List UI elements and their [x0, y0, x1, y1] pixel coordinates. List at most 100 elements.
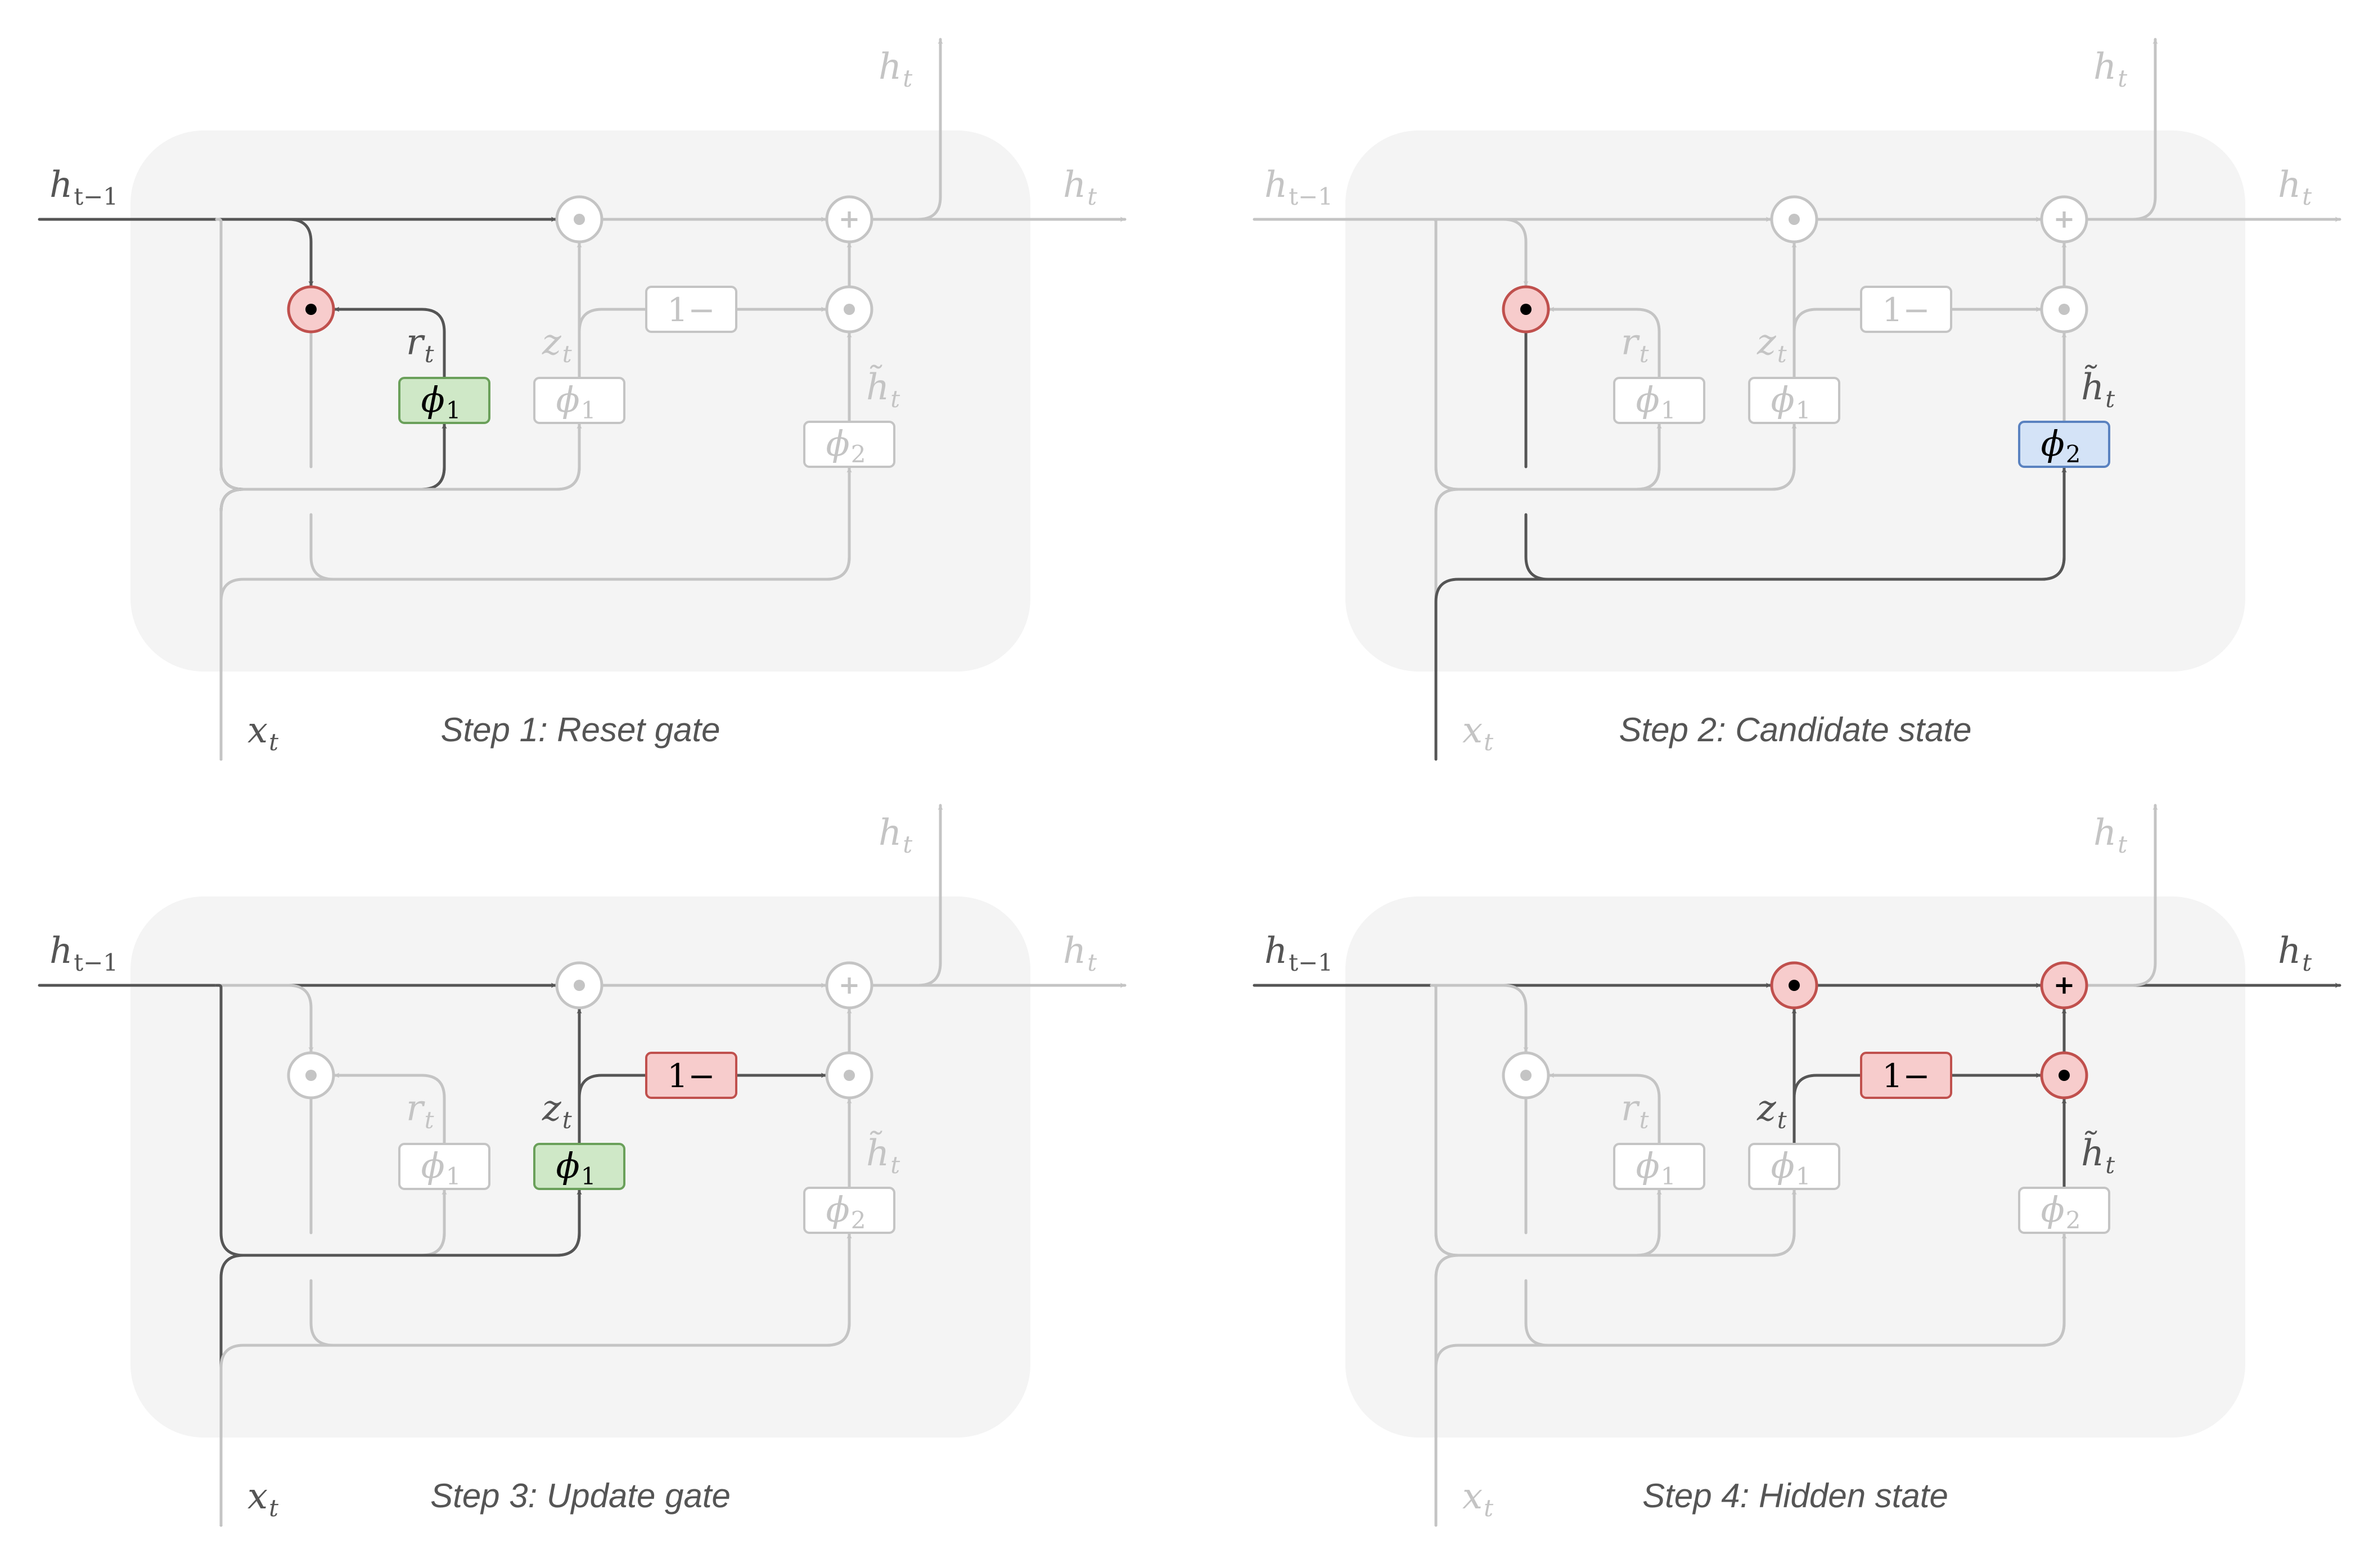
- label-r-t-main: r: [406, 1088, 425, 1129]
- wire-z-to-one-minus: [1792, 1074, 1862, 1146]
- reset-gate-phi1-frame: [398, 1143, 490, 1190]
- one-minus-box-frame: [1860, 1052, 1952, 1099]
- candidate-phi2-frame: [2018, 1187, 2110, 1234]
- wire-reset-to-candidate: [1524, 1232, 2067, 1347]
- wire-hprev-to-reset-mul: [1430, 984, 1529, 1053]
- update-multiply-node-dot: [574, 980, 585, 991]
- label-r-t-main: r: [1621, 1088, 1640, 1129]
- update-gate-phi1-phi: ϕ: [1771, 379, 1795, 420]
- add-node-ring: [825, 195, 873, 244]
- one-minus-box-text: 1−: [667, 1057, 715, 1095]
- label-x-t-main: x: [247, 1476, 268, 1517]
- label-r-t: rt: [406, 1088, 434, 1134]
- label-r-t-sub: t: [425, 340, 434, 368]
- reset-multiply-node-dot: [1520, 304, 1532, 315]
- update-gate-phi1: ϕ1: [533, 377, 625, 424]
- candidate-multiply-node-dot: [2059, 304, 2070, 315]
- label-z-t-main: z: [542, 1088, 562, 1129]
- label-h-out-top-main: h: [2093, 812, 2116, 854]
- reset-multiply-node-dot: [305, 304, 317, 315]
- reset-gate-phi1-text: ϕ1: [421, 379, 461, 424]
- label-x-t: xt: [1462, 710, 1493, 756]
- candidate-phi2-sub: 2: [851, 440, 866, 468]
- label-h-out-top-sub: t: [2118, 831, 2127, 858]
- label-x-t-main: x: [247, 710, 268, 751]
- reset-gate-phi1-text: ϕ1: [1636, 1145, 1676, 1190]
- label-h-tilde-main: h̃: [866, 1131, 889, 1174]
- label-h-tilde: h̃t: [2081, 365, 2115, 413]
- candidate-multiply-node: [2040, 285, 2088, 334]
- reset-gate-phi1-frame: [1613, 377, 1705, 424]
- candidate-phi2-sub: 2: [851, 1206, 866, 1234]
- label-r-t: rt: [1621, 322, 1649, 368]
- label-h-prev: ht−1: [49, 930, 118, 976]
- wire-r-to-reset-mul: [1548, 1073, 1661, 1146]
- add-node-ring: [825, 961, 873, 1010]
- wire-hprev-to-reset-mul: [1430, 218, 1529, 287]
- label-h-prev-main: h: [1264, 164, 1287, 206]
- label-h-tilde-sub: t: [890, 1151, 900, 1179]
- reset-gate-phi1-phi: ϕ: [1636, 379, 1660, 420]
- candidate-phi2: ϕ2: [2018, 1187, 2110, 1234]
- update-multiply-node: [555, 195, 603, 244]
- add-node-symbol: +: [2053, 204, 2075, 234]
- reset-gate-phi1: ϕ1: [398, 1143, 490, 1190]
- label-h-out-top-sub: t: [903, 65, 912, 92]
- label-h-prev-sub: t−1: [1289, 183, 1333, 210]
- reset-gate-phi1-sub: 1: [446, 396, 461, 424]
- reset-multiply-node-dot: [1520, 1070, 1532, 1081]
- wire-z-to-one-minus: [1792, 308, 1862, 380]
- reset-multiply-node: [1502, 1051, 1550, 1100]
- update-gate-phi1-sub: 1: [581, 1163, 596, 1190]
- add-node: +: [2040, 195, 2088, 244]
- candidate-phi2-phi: ϕ: [2041, 1189, 2065, 1230]
- label-h-out-right-main: h: [2278, 930, 2301, 972]
- label-z-t: zt: [542, 322, 572, 368]
- reset-gate-phi1-sub: 1: [446, 1163, 461, 1190]
- label-x-t: xt: [247, 710, 278, 756]
- label-h-out-right-sub: t: [2302, 183, 2312, 210]
- wire-x-to-update-gate: [219, 422, 582, 761]
- label-h-prev-main: h: [1264, 930, 1287, 972]
- candidate-multiply-node: [2040, 1051, 2088, 1100]
- wire-plus-to-top-output: [2085, 38, 2158, 221]
- label-h-out-right-sub: t: [1087, 183, 1097, 210]
- label-x-t-sub: t: [269, 728, 278, 756]
- label-h-prev-main: h: [49, 930, 73, 972]
- reset-gate-phi1: ϕ1: [1613, 377, 1705, 424]
- candidate-phi2-text: ϕ2: [826, 1189, 866, 1234]
- update-gate-phi1-text: ϕ1: [556, 379, 596, 424]
- label-x-t: xt: [1462, 1476, 1493, 1522]
- one-minus-box: 1−: [645, 286, 737, 333]
- label-h-out-top: ht: [2093, 812, 2127, 858]
- update-multiply-node: [1770, 961, 1818, 1010]
- candidate-multiply-node-dot: [2059, 1070, 2070, 1081]
- wire-r-to-reset-mul: [1548, 307, 1661, 380]
- label-h-tilde: h̃t: [2081, 1131, 2115, 1179]
- add-node-ring: [2040, 195, 2088, 244]
- label-h-tilde-sub: t: [2105, 1151, 2115, 1179]
- label-x-t-main: x: [1462, 1476, 1483, 1517]
- wire-x-to-update-gate: [1434, 1188, 1797, 1527]
- label-r-t-sub: t: [1640, 1106, 1649, 1134]
- label-h-out-right-sub: t: [2302, 949, 2312, 976]
- candidate-phi2-frame: [2018, 421, 2110, 468]
- reset-gate-phi1-sub: 1: [1661, 396, 1676, 424]
- update-gate-phi1-phi: ϕ: [556, 379, 580, 420]
- reset-gate-phi1-sub: 1: [1661, 1163, 1676, 1190]
- label-h-tilde-main: h̃: [2081, 365, 2104, 408]
- update-multiply-node-dot: [1789, 214, 1800, 225]
- update-gate-phi1-frame: [533, 1143, 625, 1190]
- label-h-out-right: ht: [2278, 930, 2312, 976]
- label-z-t: zt: [542, 1088, 572, 1134]
- reset-multiply-node: [1502, 285, 1550, 334]
- label-h-out-top: ht: [2093, 46, 2127, 92]
- label-h-out-right: ht: [2278, 164, 2312, 210]
- label-x-t-main: x: [1462, 710, 1483, 751]
- wire-reset-to-candidate: [309, 466, 852, 581]
- label-h-out-right-main: h: [1063, 930, 1086, 972]
- label-h-prev-sub: t−1: [1289, 949, 1333, 976]
- one-minus-box-text: 1−: [667, 291, 715, 329]
- reset-gate-phi1-text: ϕ1: [421, 1145, 461, 1190]
